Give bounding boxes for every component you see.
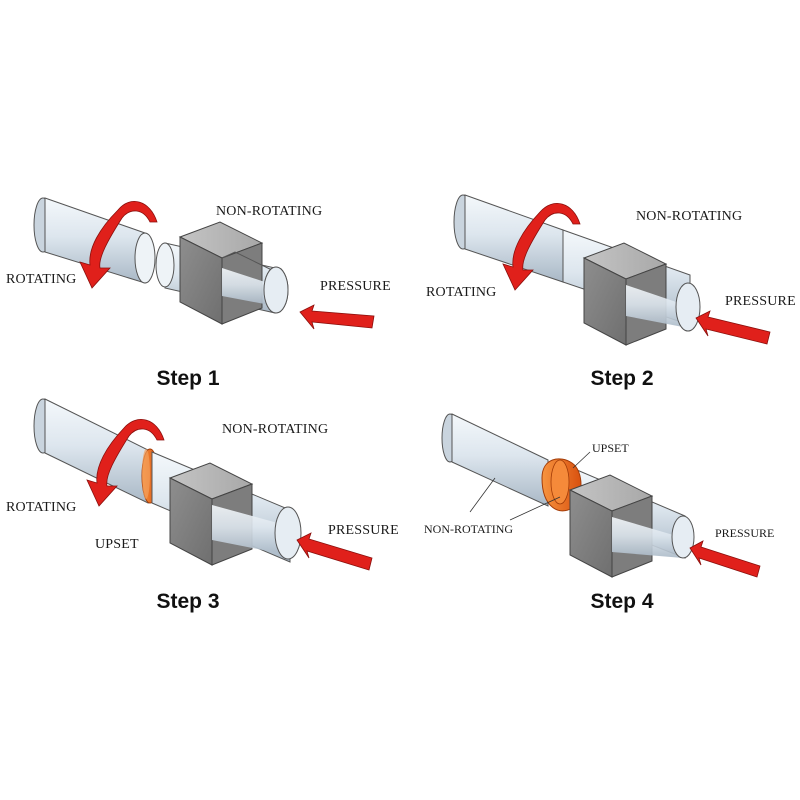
clamp-block bbox=[582, 242, 668, 346]
step-3-title: Step 3 bbox=[156, 590, 219, 613]
non-rotating-label: NON-ROTATING bbox=[216, 204, 322, 219]
step-4-title: Step 4 bbox=[590, 590, 653, 613]
non-rotating-label: NON-ROTATING bbox=[636, 209, 742, 224]
non-rotating-label: NON-ROTATING bbox=[222, 422, 328, 437]
pressure-arrow-icon bbox=[296, 532, 373, 571]
rotation-arrow-icon bbox=[79, 201, 158, 289]
pressure-label: PRESSURE bbox=[715, 526, 774, 540]
non-rotating-label: NON-ROTATING bbox=[424, 522, 513, 536]
pressure-label: PRESSURE bbox=[328, 523, 399, 538]
pressure-arrow-icon bbox=[695, 310, 771, 345]
upset-leader bbox=[572, 451, 591, 469]
pressure-arrow-icon bbox=[689, 540, 761, 578]
step-4-panel: UPSET NON-ROTATING PRESSURE Step 4 bbox=[424, 413, 774, 613]
step-3-panel: ROTATING NON-ROTATING PRESSURE UPSET Ste… bbox=[6, 398, 399, 613]
step-1-panel: ROTATING NON-ROTATING PRESSURE Step 1 bbox=[6, 197, 391, 390]
rotating-label: ROTATING bbox=[6, 272, 76, 287]
non-rotating-leader bbox=[509, 496, 561, 521]
pressure-arrow-icon bbox=[299, 304, 375, 330]
upset-label: UPSET bbox=[592, 441, 629, 455]
rotating-label: ROTATING bbox=[426, 285, 496, 300]
step-1-title: Step 1 bbox=[156, 367, 219, 390]
step-2-title: Step 2 bbox=[590, 367, 653, 390]
rotation-arrow-icon bbox=[86, 419, 165, 507]
clamp-block bbox=[168, 462, 254, 566]
pressure-label: PRESSURE bbox=[320, 279, 391, 294]
upset-label: UPSET bbox=[95, 537, 139, 552]
pressure-label: PRESSURE bbox=[725, 294, 796, 309]
step-2-panel: ROTATING NON-ROTATING PRESSURE Step 2 bbox=[426, 194, 796, 390]
rotation-arrow-icon bbox=[502, 203, 581, 291]
rotating-bar bbox=[33, 398, 149, 504]
rotating-label: ROTATING bbox=[6, 500, 76, 515]
